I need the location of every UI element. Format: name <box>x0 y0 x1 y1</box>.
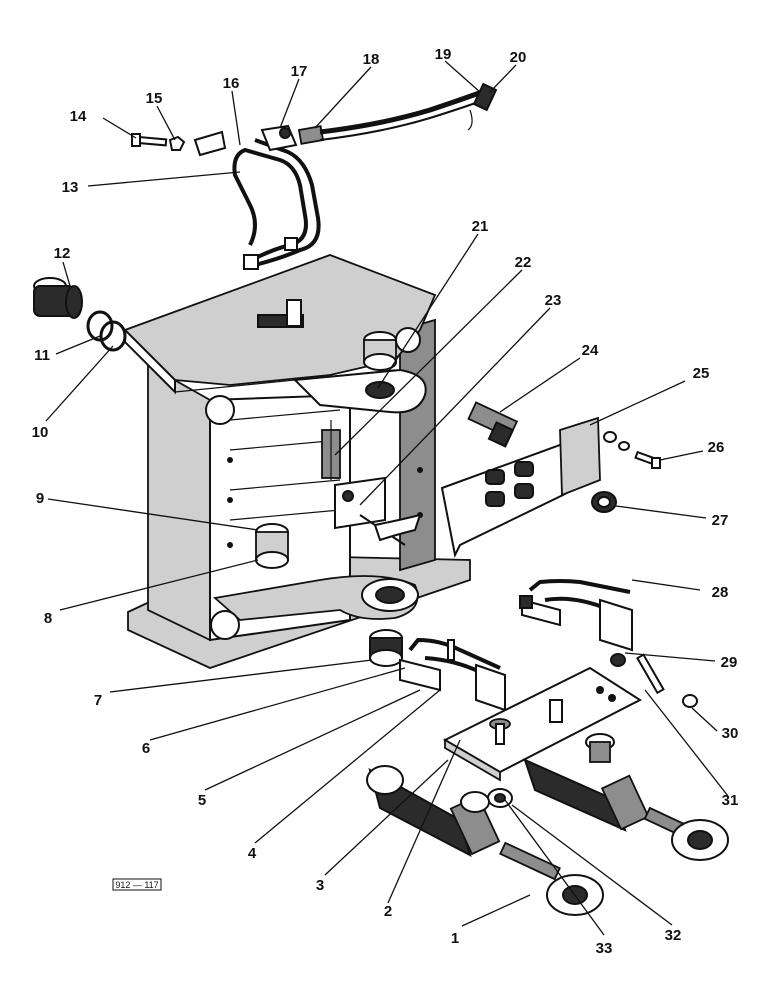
callout-labels: 1 2 3 4 5 6 7 8 9 10 11 12 13 14 15 16 1… <box>32 46 739 957</box>
leader-lines <box>45 60 729 936</box>
clamp-17 <box>260 124 298 152</box>
hydraulic-cylinder-right <box>523 733 729 861</box>
callout-30: 30 <box>722 725 739 742</box>
callout-13: 13 <box>62 179 79 196</box>
callout-21: 21 <box>472 218 489 235</box>
hose-18-19 <box>297 89 485 145</box>
callout-20: 20 <box>510 49 527 66</box>
callout-29: 29 <box>721 654 738 671</box>
clip-plate <box>193 130 227 157</box>
callout-27: 27 <box>712 512 729 529</box>
callout-14: 14 <box>70 108 87 125</box>
callout-16: 16 <box>223 75 240 92</box>
fitting-30 <box>682 694 698 708</box>
cap-12 <box>33 277 83 319</box>
callout-9: 9 <box>36 490 44 507</box>
callout-4: 4 <box>248 845 257 862</box>
callout-19: 19 <box>435 46 452 63</box>
callout-25: 25 <box>693 365 710 382</box>
callout-6: 6 <box>142 740 150 757</box>
callout-17: 17 <box>291 63 308 80</box>
main-frame-bracket <box>123 254 471 669</box>
callout-7: 7 <box>94 692 102 709</box>
pipe-bracket-28 <box>519 579 633 652</box>
bolt-2 <box>489 718 511 745</box>
callout-11: 11 <box>34 347 50 364</box>
bolt-26 <box>634 450 661 469</box>
callout-23: 23 <box>545 292 562 309</box>
pin-31 <box>636 653 665 695</box>
mounting-plate-3 <box>442 666 643 782</box>
callout-22: 22 <box>515 254 532 271</box>
washer-b <box>618 441 630 451</box>
callout-26: 26 <box>708 439 725 456</box>
callout-12: 12 <box>54 245 71 262</box>
callout-24: 24 <box>582 342 599 359</box>
bracket-25 <box>440 416 601 559</box>
callout-2: 2 <box>384 903 392 920</box>
callout-31: 31 <box>722 792 739 809</box>
valve-block-assembly <box>321 420 422 546</box>
callout-5: 5 <box>198 792 206 809</box>
ring-10 <box>99 320 127 352</box>
callout-28: 28 <box>712 584 729 601</box>
callout-15: 15 <box>146 90 163 107</box>
nut-15 <box>168 135 186 151</box>
bushing-7 <box>369 629 403 667</box>
callout-33: 33 <box>596 940 613 957</box>
reference-code-box: 912 — 117 <box>112 878 162 891</box>
callout-10: 10 <box>32 424 49 441</box>
callout-32: 32 <box>665 927 682 944</box>
callout-3: 3 <box>316 877 324 894</box>
pipe-bracket-5-6 <box>399 637 506 712</box>
pipe-line-16 <box>232 138 321 270</box>
connector-20 <box>467 82 498 131</box>
grommet-27 <box>591 491 617 513</box>
washer-a <box>603 431 617 443</box>
bolt-14 <box>131 133 168 147</box>
callout-18: 18 <box>363 51 380 68</box>
callout-8: 8 <box>44 610 52 627</box>
reference-code: 912 — 117 <box>115 880 158 890</box>
callout-1: 1 <box>451 930 459 947</box>
fitting-24 <box>467 401 519 448</box>
nut-29 <box>610 653 626 667</box>
